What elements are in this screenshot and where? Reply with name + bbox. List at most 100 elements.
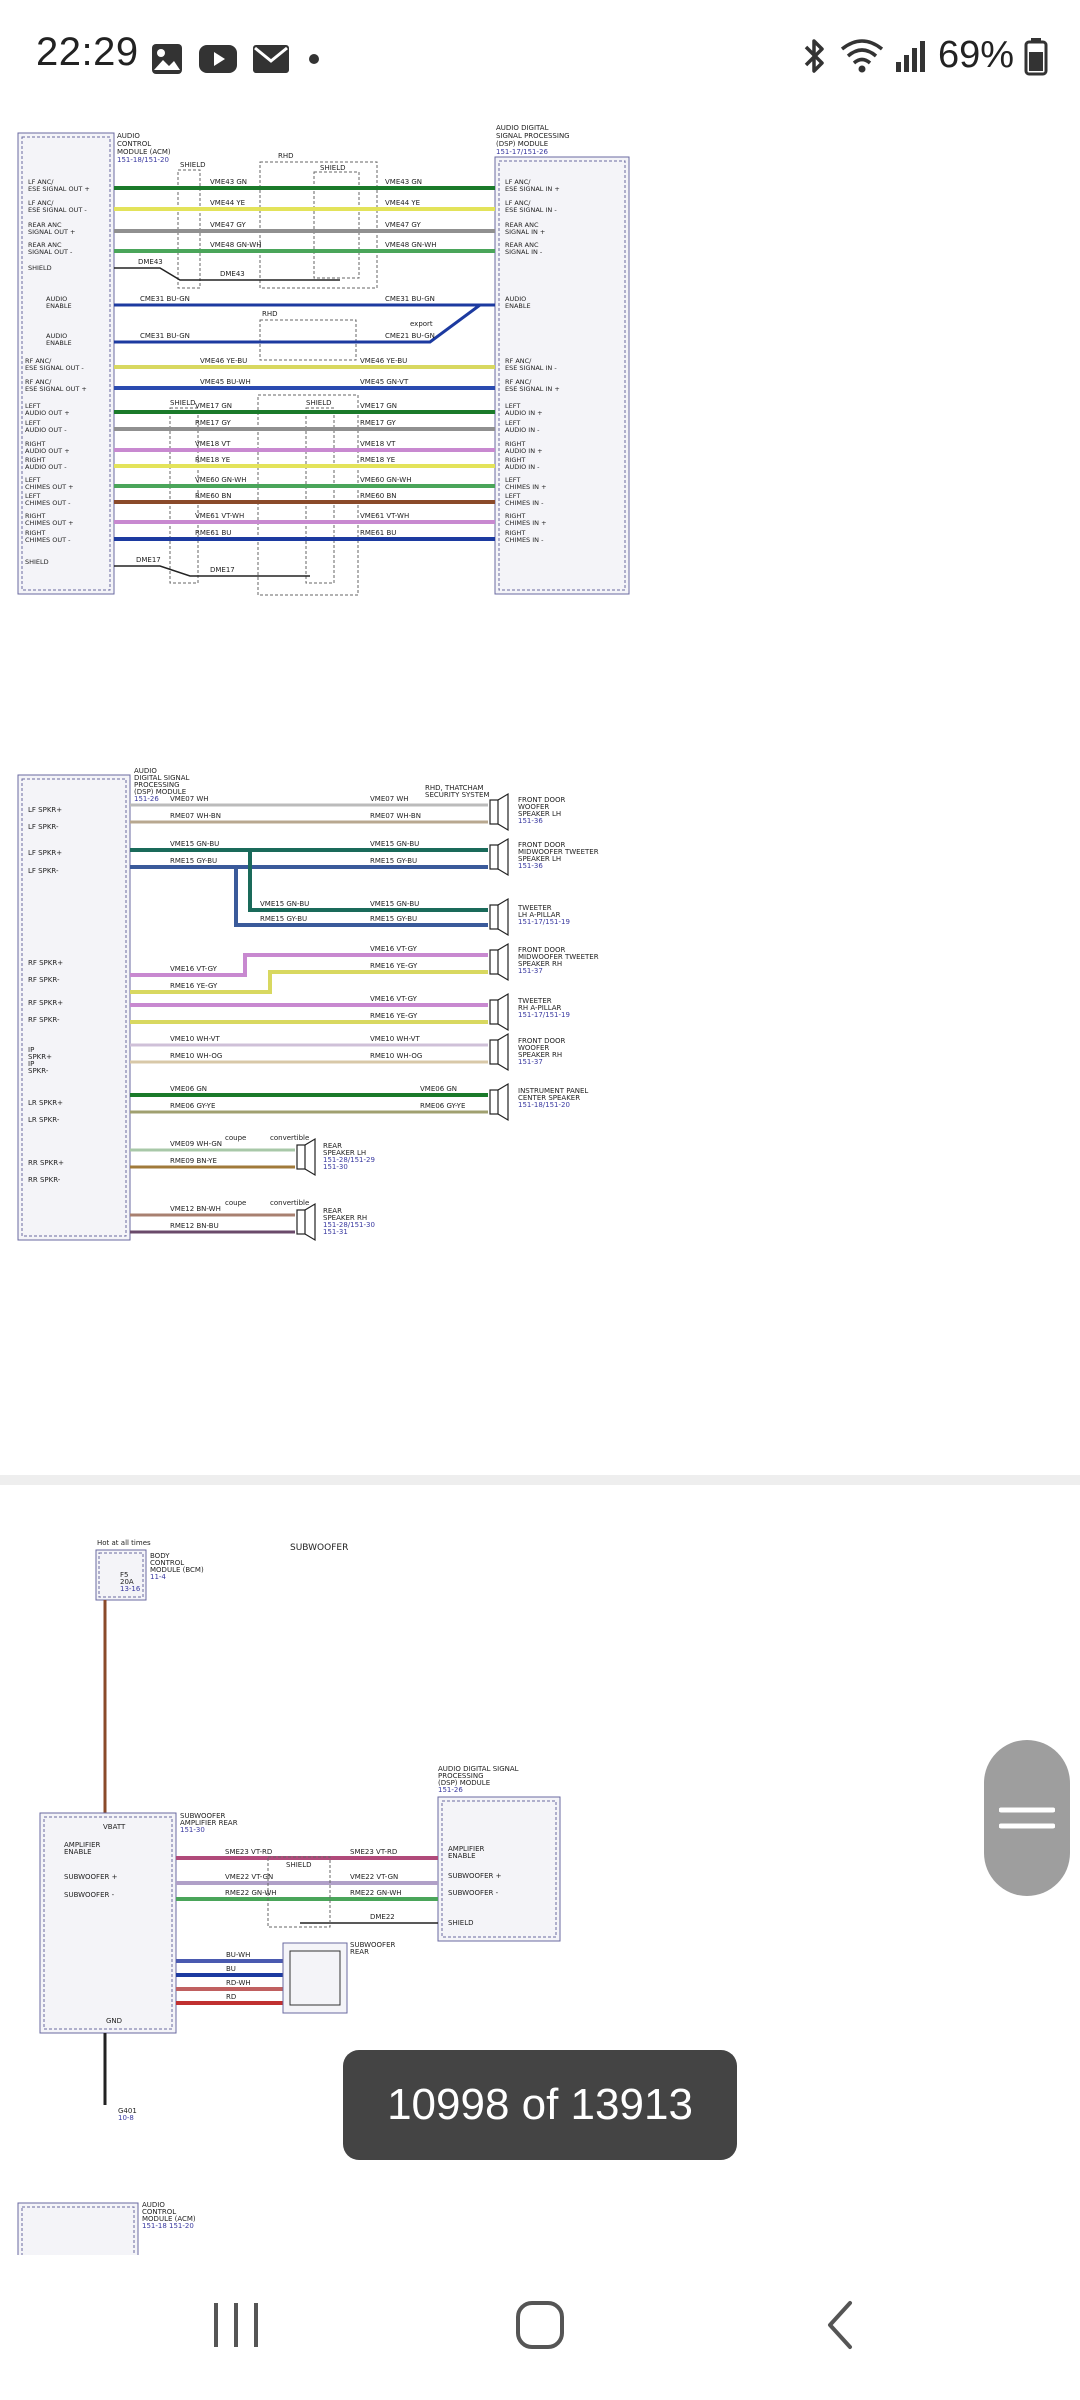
svg-text:VME45 GN-VT: VME45 GN-VT <box>360 378 409 386</box>
svg-text:RME61 BU: RME61 BU <box>360 529 396 537</box>
gmail-icon <box>253 45 289 73</box>
svg-text:VME15 GN-BU: VME15 GN-BU <box>370 900 419 908</box>
svg-text:AUDIO IN +: AUDIO IN + <box>505 409 543 417</box>
svg-text:DME43: DME43 <box>220 270 245 278</box>
svg-text:LF ANC/: LF ANC/ <box>505 178 531 186</box>
svg-text:DME17: DME17 <box>136 556 161 564</box>
svg-text:SUBWOOFER +: SUBWOOFER + <box>448 1872 502 1880</box>
svg-text:AUDIO IN +: AUDIO IN + <box>505 447 543 455</box>
signal-icon <box>895 40 925 72</box>
svg-text:LH A-PILLAR: LH A-PILLAR <box>518 911 561 919</box>
status-bar: 22:29 <box>0 0 1080 120</box>
svg-text:RIGHT: RIGHT <box>25 440 45 448</box>
svg-text:VME16 VT-GY: VME16 VT-GY <box>370 995 418 1003</box>
svg-text:RME60 BN: RME60 BN <box>360 492 397 500</box>
svg-text:VME43 GN: VME43 GN <box>210 178 247 186</box>
recent-apps-button[interactable] <box>176 2285 296 2365</box>
drag-handle-icon <box>999 1807 1055 1829</box>
svg-text:RF SPKR+: RF SPKR+ <box>28 959 63 967</box>
svg-text:VME47 GY: VME47 GY <box>385 221 421 229</box>
svg-text:INSTRUMENT PANEL: INSTRUMENT PANEL <box>518 1087 588 1095</box>
svg-text:LEFT: LEFT <box>505 476 520 484</box>
recent-apps-icon <box>214 2303 258 2347</box>
svg-text:RME17 GY: RME17 GY <box>195 419 232 427</box>
home-button[interactable] <box>480 2285 600 2365</box>
svg-text:SHIELD: SHIELD <box>320 164 345 172</box>
svg-text:MIDWOOFER TWEETER: MIDWOOFER TWEETER <box>518 953 599 961</box>
svg-text:VME18 VT: VME18 VT <box>360 440 396 448</box>
svg-text:RIGHT: RIGHT <box>505 440 525 448</box>
svg-text:VME48 GN-WH: VME48 GN-WH <box>210 241 261 249</box>
svg-text:151-37: 151-37 <box>518 967 543 975</box>
svg-text:convertible: convertible <box>270 1199 309 1207</box>
svg-text:(DSP) MODULE: (DSP) MODULE <box>134 788 186 796</box>
svg-text:RIGHT: RIGHT <box>25 512 45 520</box>
fast-scroll-handle[interactable] <box>984 1740 1070 1896</box>
svg-text:VME16 VT-GY: VME16 VT-GY <box>370 945 418 953</box>
svg-text:VME07 WH: VME07 WH <box>170 795 209 803</box>
svg-text:151-28/151-30: 151-28/151-30 <box>323 1221 375 1229</box>
svg-text:151-36: 151-36 <box>518 862 543 870</box>
svg-text:ENABLE: ENABLE <box>448 1852 476 1860</box>
back-icon <box>828 2301 852 2349</box>
svg-text:SHIELD: SHIELD <box>306 399 331 407</box>
svg-text:SIGNAL OUT +: SIGNAL OUT + <box>28 228 75 236</box>
svg-text:VME18 VT: VME18 VT <box>195 440 231 448</box>
svg-text:VME12 BN-WH: VME12 BN-WH <box>170 1205 221 1213</box>
svg-text:DME22: DME22 <box>370 1913 395 1921</box>
svg-text:REAR: REAR <box>323 1207 342 1215</box>
svg-text:151-30: 151-30 <box>180 1826 205 1834</box>
svg-text:SIGNAL IN -: SIGNAL IN - <box>505 248 543 256</box>
svg-text:LF ANC/: LF ANC/ <box>505 199 531 207</box>
svg-text:CME31 BU-GN: CME31 BU-GN <box>140 332 190 340</box>
svg-text:RME15 GY-BU: RME15 GY-BU <box>260 915 307 923</box>
svg-text:AMPLIFIER: AMPLIFIER <box>448 1845 485 1853</box>
svg-text:IP: IP <box>28 1060 34 1068</box>
svg-text:FRONT DOOR: FRONT DOOR <box>518 841 566 849</box>
svg-text:AUDIO DIGITAL SIGNAL: AUDIO DIGITAL SIGNAL <box>438 1765 519 1773</box>
svg-text:MIDWOOFER TWEETER: MIDWOOFER TWEETER <box>518 848 599 856</box>
svg-text:RME61 BU: RME61 BU <box>195 529 231 537</box>
svg-text:RD: RD <box>226 1993 236 2001</box>
diagram-title: SUBWOOFER <box>290 1543 348 1553</box>
svg-text:151-31: 151-31 <box>323 1228 348 1236</box>
svg-text:RF SPKR-: RF SPKR- <box>28 976 60 984</box>
wifi-icon <box>840 38 884 72</box>
svg-text:SPEAKER LH: SPEAKER LH <box>518 810 561 818</box>
svg-text:151-28/151-29: 151-28/151-29 <box>323 1156 375 1164</box>
svg-text:REAR: REAR <box>323 1142 342 1150</box>
svg-text:FRONT DOOR: FRONT DOOR <box>518 1037 566 1045</box>
svg-text:SIGNAL OUT -: SIGNAL OUT - <box>28 248 73 256</box>
svg-text:RME15 GY-BU: RME15 GY-BU <box>370 915 417 923</box>
svg-text:SME23 VT-RD: SME23 VT-RD <box>225 1848 272 1856</box>
svg-text:CME21 BU-GN: CME21 BU-GN <box>385 332 435 340</box>
svg-text:RIGHT: RIGHT <box>505 456 525 464</box>
svg-text:ESE SIGNAL IN -: ESE SIGNAL IN - <box>505 206 557 214</box>
svg-text:CHIMES IN +: CHIMES IN + <box>505 519 547 527</box>
svg-text:RME06 GY-YE: RME06 GY-YE <box>420 1102 465 1110</box>
svg-text:LF SPKR-: LF SPKR- <box>28 823 59 831</box>
svg-text:MODULE (ACM): MODULE (ACM) <box>117 148 171 156</box>
svg-text:CONTROL: CONTROL <box>117 140 151 148</box>
svg-text:151-17/151-19: 151-17/151-19 <box>518 1011 570 1019</box>
svg-text:VME10 WH-VT: VME10 WH-VT <box>370 1035 420 1043</box>
svg-text:ESE SIGNAL OUT +: ESE SIGNAL OUT + <box>25 385 87 393</box>
svg-text:VME10 WH-VT: VME10 WH-VT <box>170 1035 220 1043</box>
svg-text:RME16 YE-GY: RME16 YE-GY <box>170 982 218 990</box>
svg-text:RME10 WH-OG: RME10 WH-OG <box>170 1052 222 1060</box>
svg-text:VME61 VT-WH: VME61 VT-WH <box>360 512 409 520</box>
back-button[interactable] <box>780 2285 900 2365</box>
svg-text:PROCESSING: PROCESSING <box>438 1772 484 1780</box>
svg-text:CONTROL: CONTROL <box>142 2208 176 2216</box>
svg-text:AUDIO OUT -: AUDIO OUT - <box>25 426 67 434</box>
status-time: 22:29 <box>36 30 139 74</box>
svg-text:VME22 VT-GN: VME22 VT-GN <box>225 1873 273 1881</box>
svg-text:RIGHT: RIGHT <box>25 529 45 537</box>
svg-text:coupe: coupe <box>225 1199 246 1207</box>
svg-text:DME43: DME43 <box>138 258 163 266</box>
svg-text:VBATT: VBATT <box>103 1823 126 1831</box>
svg-text:LF SPKR+: LF SPKR+ <box>28 849 62 857</box>
